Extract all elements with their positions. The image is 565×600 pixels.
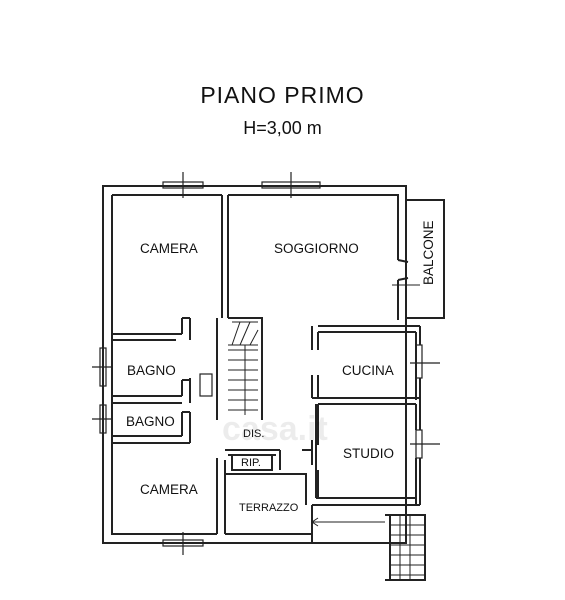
room-label-soggiorno: SOGGIORNO: [274, 241, 359, 256]
plan-title: PIANO PRIMO: [200, 82, 365, 108]
room-label-bagno-2: BAGNO: [126, 414, 175, 429]
windows: [92, 172, 440, 555]
room-label-studio: STUDIO: [343, 446, 394, 461]
watermark: casa.it: [222, 410, 328, 448]
room-label-bagno-1: BAGNO: [127, 363, 176, 378]
room-label-cucina: CUCINA: [342, 363, 394, 378]
room-label-rip: RIP.: [241, 457, 261, 469]
room-label-balcone: BALCONE: [421, 220, 436, 285]
ceiling-height: H=3,00 m: [243, 118, 322, 138]
room-label-terrazzo: TERRAZZO: [239, 502, 299, 514]
room-label-camera-bottom: CAMERA: [140, 482, 198, 497]
room-label-dis: DIS.: [243, 428, 264, 440]
room-label-camera-top: CAMERA: [140, 241, 198, 256]
